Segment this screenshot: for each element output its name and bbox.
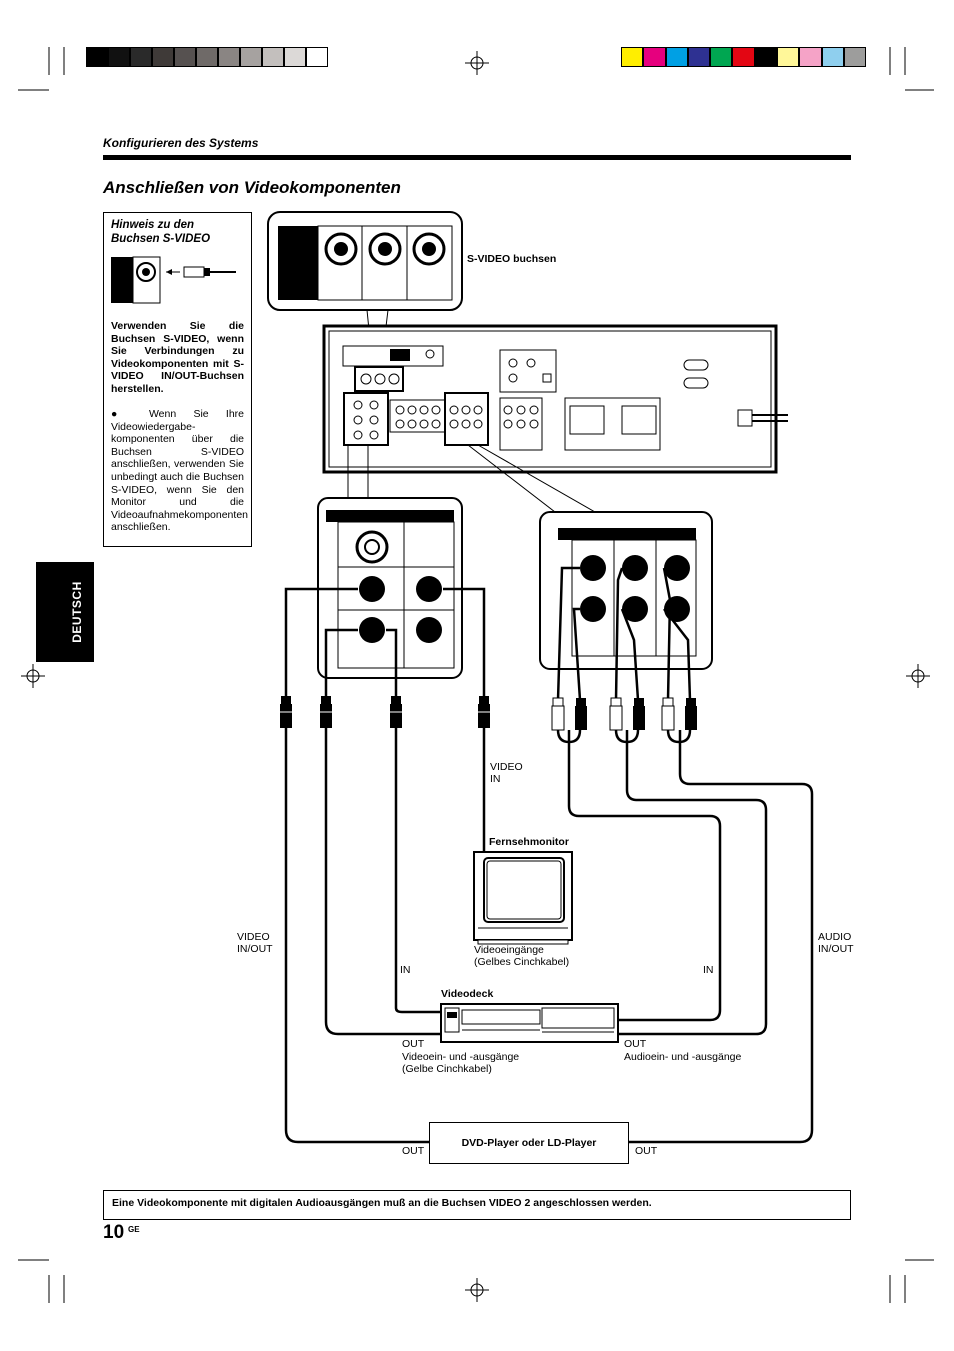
print-bar-swatch: [621, 47, 644, 67]
page-title: Anschließen von Videokomponenten: [103, 178, 401, 197]
cables: [284, 566, 814, 1144]
note-box: [103, 212, 252, 547]
video-jacks-callout: [317, 445, 463, 679]
rca-plugs: [280, 696, 697, 744]
print-bar-swatch: [777, 47, 800, 67]
print-bar-swatch: [284, 47, 306, 67]
print-bar-swatch: [710, 47, 733, 67]
dvd-video-out-label: OUT: [402, 1145, 425, 1157]
header-rule: [103, 155, 851, 160]
print-bar-swatch: [152, 47, 174, 67]
print-bar-swatch: [799, 47, 822, 67]
registration-mark-left: [21, 664, 45, 688]
video-inout-label: VIDEO IN/OUT: [237, 931, 273, 955]
print-bar-swatch: [732, 47, 755, 67]
vcr-video-caption: Videoein- und -ausgänge (Gelbe Cinchkabe…: [402, 1051, 520, 1075]
audio-jacks-callout: [467, 444, 713, 670]
tv-monitor-title: Fernsehmonitor: [489, 836, 569, 848]
note-body: Verwenden Sie die Buchsen S-VIDEO, wenn …: [111, 320, 244, 395]
videodeck-illustration: [440, 1003, 619, 1043]
tv-monitor-illustration: [473, 851, 573, 945]
print-bar-swatch: [130, 47, 152, 67]
svideo-jack-icon: [111, 256, 236, 304]
registration-mark-top: [465, 51, 489, 75]
print-bar-swatch: [196, 47, 218, 67]
dvd-player-box: DVD-Player oder LD-Player: [429, 1122, 629, 1164]
svideo-callout: [267, 211, 463, 361]
language-tab: [36, 562, 94, 662]
print-bar-swatch: [843, 47, 867, 67]
print-bar-swatch: [643, 47, 666, 67]
print-bar-swatch: [821, 47, 844, 67]
vcr-audio-in-label: IN: [703, 964, 714, 976]
tv-monitor-caption: Videoeingänge (Gelbes Cinchkabel): [474, 944, 570, 968]
page-number: 10: [103, 1222, 125, 1243]
vcr-audio-out-label: OUT: [624, 1038, 647, 1050]
print-bar-swatch: [687, 47, 711, 67]
video-in-label: VIDEO IN: [490, 761, 523, 785]
note-bullet: ● Wenn Sie Ihre Videowiedergabe-komponen…: [111, 408, 248, 534]
svideo-jacks-label: S-VIDEO buchsen: [467, 253, 557, 265]
print-bar-swatch: [665, 47, 688, 67]
print-bar-swatch: [108, 47, 130, 67]
digital-audio-notice: Eine Videokomponente mit digitalen Audio…: [103, 1190, 851, 1220]
dvd-audio-out-label: OUT: [635, 1145, 658, 1157]
audio-inout-label: AUDIO IN/OUT: [818, 931, 854, 955]
gray-print-bar: [86, 47, 328, 67]
receiver-rear-panel: [322, 324, 788, 474]
print-bar-swatch: [174, 47, 196, 67]
registration-mark-bottom: [465, 1278, 489, 1302]
note-title: Hinweis zu den Buchsen S-VIDEO: [111, 219, 211, 245]
print-bar-swatch: [86, 47, 108, 67]
crop-marks: [18, 47, 934, 1303]
print-bar-swatch: [306, 47, 328, 67]
print-bar-swatch: [754, 47, 778, 67]
section-label: Konfigurieren des Systems: [103, 136, 259, 150]
videodeck-title: Videodeck: [441, 988, 494, 1000]
registration-mark-right: [906, 664, 930, 688]
print-bar-swatch: [240, 47, 262, 67]
print-bar-swatch: [262, 47, 284, 67]
color-print-bar: [621, 47, 867, 67]
vcr-video-out-label: OUT: [402, 1038, 425, 1050]
vcr-video-in-label: IN: [400, 964, 411, 976]
page-language-code: GE: [128, 1225, 140, 1234]
print-bar-swatch: [218, 47, 240, 67]
vcr-audio-caption: Audioein- und -ausgänge: [624, 1051, 742, 1063]
